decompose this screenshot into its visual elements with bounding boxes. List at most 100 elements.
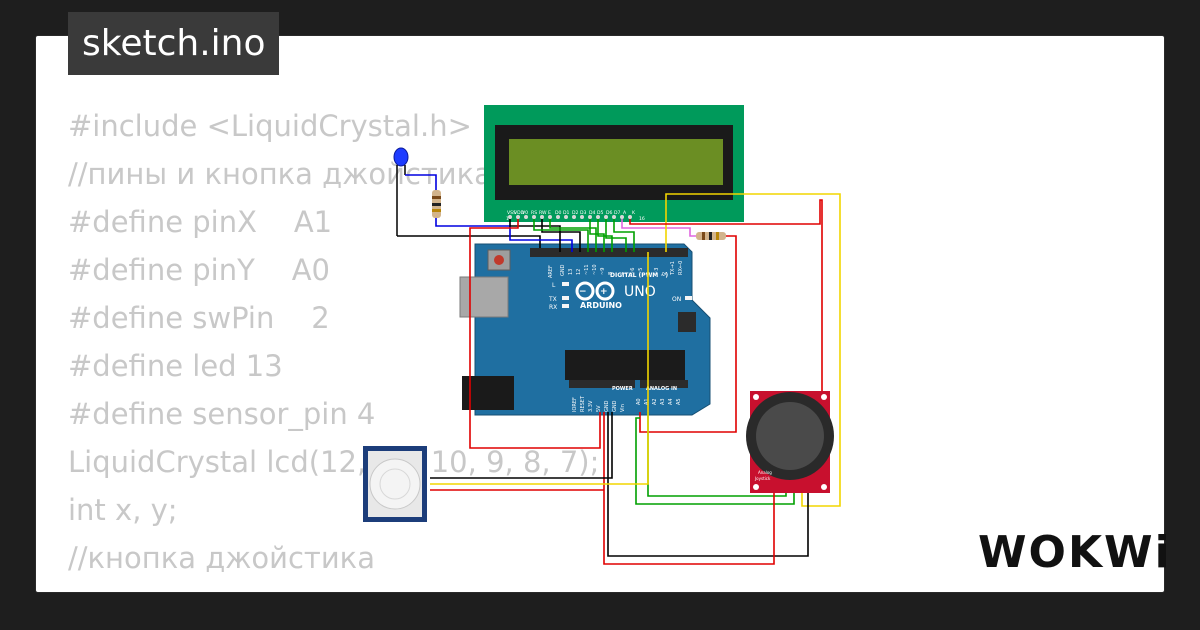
pin-label-a4: A4 xyxy=(668,398,674,405)
blue-led[interactable] xyxy=(393,147,409,236)
wire-green-d5 xyxy=(597,219,613,252)
wire-green-d4 xyxy=(589,219,605,252)
lcd-pin-k: K xyxy=(632,210,636,216)
pir-dome xyxy=(369,458,421,510)
wire-pink-backlight xyxy=(621,219,696,237)
aref-label: AREF xyxy=(548,265,554,278)
digital-label: DIGITAL (PWM ~) xyxy=(610,272,668,279)
lcd-pin-d4: D4 xyxy=(589,210,596,216)
pin-label-1: TX→1 xyxy=(670,261,676,276)
lcd-pin-vdd: VDD xyxy=(514,210,525,216)
wire-black-pir-gnd xyxy=(430,412,613,479)
code-line-4: #define pinY A0 xyxy=(68,253,330,287)
pin-label-vin: Vin xyxy=(620,404,626,412)
pin-label-8: 8 xyxy=(608,272,614,275)
lcd-pin-e: E xyxy=(548,210,551,216)
pin-label-gnd-1: GND xyxy=(604,400,610,412)
pin-label-2: 2 xyxy=(662,272,668,275)
board-brand: ARDUINO xyxy=(580,301,622,310)
wire-red-backlight xyxy=(639,235,737,433)
lcd-pin-v0: V0 xyxy=(522,210,528,216)
pin-label-0: RX←0 xyxy=(678,261,684,275)
lcd-screen xyxy=(509,139,723,185)
pin-label-7: 7 xyxy=(622,272,628,275)
icsp-header xyxy=(678,312,696,332)
pin-label-10: ~10 xyxy=(592,264,598,275)
arduino-infinity-icon xyxy=(575,281,615,301)
wokwi-logo: WOKWi xyxy=(978,527,1172,578)
wire-black-led-gnd xyxy=(397,235,541,248)
code-line-9: int x, y; xyxy=(68,493,178,527)
power-label: POWER xyxy=(612,386,633,392)
pin-label-3v3: 3.3V xyxy=(588,400,594,412)
wire-green-vry xyxy=(635,417,795,505)
analog-joystick[interactable]: Analog Joystick xyxy=(746,391,834,493)
digital-header xyxy=(530,248,688,257)
code-line-6: #define led 13 xyxy=(68,349,283,383)
led-rx-label: RX xyxy=(549,304,557,311)
wire-green-d6 xyxy=(605,219,627,252)
lcd-pin-d1: D1 xyxy=(563,210,570,216)
led-l-label: L xyxy=(552,282,556,289)
wire-green-rs xyxy=(533,219,589,252)
wire-red-joystick-5v xyxy=(603,412,775,565)
pin-label-4: 4 xyxy=(646,272,652,275)
svg-text:−: − xyxy=(579,287,587,297)
lcd-pin-vss: VSS xyxy=(507,210,516,216)
pin-label-a2: A2 xyxy=(652,398,658,405)
lcd-pin-a: A xyxy=(623,210,627,216)
joystick-label-1: Analog xyxy=(758,470,772,475)
lcd-pin-d3: D3 xyxy=(580,210,587,216)
pin-label-9: ~9 xyxy=(600,268,606,275)
pin-label-3: ~3 xyxy=(654,268,660,275)
lcd-pin-d2: D2 xyxy=(572,210,579,216)
lcd-pin-d5: D5 xyxy=(597,210,604,216)
wokwi-logo-text: WOKWi xyxy=(978,527,1172,578)
usb-port xyxy=(459,276,509,318)
lcd-pin-d7: D7 xyxy=(614,210,621,216)
pin-label-11: ~11 xyxy=(584,264,590,275)
lcd-pin-d6: D6 xyxy=(606,210,613,216)
wire-blue-led xyxy=(405,174,437,190)
code-line-7: #define sensor_pin 4 xyxy=(68,397,376,431)
lcd-pin-first: 1 xyxy=(506,216,509,222)
power-header xyxy=(569,380,635,388)
wire-green-e xyxy=(549,219,597,252)
pin-label-5v: 5V xyxy=(596,405,602,412)
lcd-display[interactable]: VSS VDD V0 RS RW E D0 D1 D2 D3 D4 D5 D6 … xyxy=(484,105,744,222)
svg-text:+: + xyxy=(600,287,608,297)
lcd-pin-last: 16 xyxy=(639,216,645,222)
pin-label-13: 13 xyxy=(568,269,574,275)
pin-label-gnd-2: GND xyxy=(612,400,618,412)
code-line-2: //пины и кнопка джойстика xyxy=(68,157,492,191)
pin-label-12: 12 xyxy=(576,269,582,275)
code-line-10: //кнопка джойстика xyxy=(68,541,375,575)
board-model: UNO xyxy=(624,284,656,300)
on-label: ON xyxy=(672,296,681,303)
pin-label-ioref: IOREF xyxy=(572,397,578,412)
pir-sensor[interactable] xyxy=(363,446,427,522)
joystick-label-2: Joystick xyxy=(754,476,771,481)
wire-yellow-pir-out xyxy=(430,252,649,485)
pin-label-6: ~6 xyxy=(630,268,636,275)
wire-green-d7 xyxy=(613,219,635,252)
gnd-label: GND xyxy=(560,264,566,276)
code-line-5: #define swPin 2 xyxy=(68,301,330,335)
project-title: sketch.ino xyxy=(68,12,280,75)
wire-blue-led-pin13 xyxy=(435,218,573,252)
code-preview: #include <LiquidCrystal.h> //пины и кноп… xyxy=(68,102,599,592)
analog-header xyxy=(640,380,688,388)
joystick-knob[interactable] xyxy=(756,402,824,470)
analog-label: ANALOG IN xyxy=(646,386,677,392)
wire-black-lcd-rw xyxy=(541,219,581,252)
backlight-resistor[interactable] xyxy=(696,232,726,240)
pin-label-5: ~5 xyxy=(638,268,644,275)
led-resistor[interactable] xyxy=(432,190,441,218)
pin-label-a1: A1 xyxy=(644,398,650,405)
pin-label-a0: A0 xyxy=(636,398,642,405)
lcd-pin-rw: RW xyxy=(539,210,547,216)
arduino-uno-board[interactable]: − + ARDUINO UNO AREF GND DIGITAL (PWM ~)… xyxy=(459,243,711,416)
pin-label-a3: A3 xyxy=(660,398,666,405)
wire-black-lcd-vss xyxy=(509,219,561,252)
